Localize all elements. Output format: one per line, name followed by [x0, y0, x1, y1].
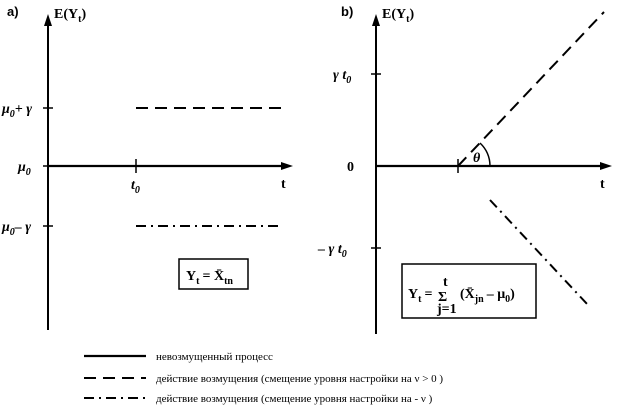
- panel-a-x-arrow: [281, 162, 293, 170]
- panel-a-x-axis-label: t: [281, 177, 286, 192]
- panel-b-formula-body: (X̄jn– μ0): [460, 287, 515, 305]
- legend-item-dashdot: действие возмущения (смещение уровня нас…: [156, 393, 433, 405]
- panel-a-y-axis-label: E(Yt): [54, 7, 86, 25]
- panel-b-x-axis-label: t: [600, 177, 605, 192]
- panel-b-gamma-t0: γ t0: [333, 68, 351, 86]
- panel-b-formula: Yt=: [408, 287, 432, 305]
- legend-item-solid: невозмущенный процесс: [156, 351, 273, 363]
- legend-item-dash: действие возмущения (смещение уровня нас…: [156, 373, 443, 385]
- panel-b-y-arrow: [372, 14, 380, 26]
- panel-a-t0-label: t0: [131, 178, 140, 196]
- panel-b-theta-arc: [479, 142, 491, 167]
- legend: невозмущенный процесс действие возмущени…: [84, 351, 443, 405]
- panel-a: a) E(Yt) t μ0+ γ μ0 μ0– γ t0 Yt= X̄tn: [1, 4, 293, 330]
- panel-b-drift-down-line: [489, 199, 589, 306]
- panel-b-zero: 0: [347, 160, 354, 175]
- panel-a-formula: Yt= X̄tn: [186, 269, 233, 287]
- panel-b-label: b): [341, 4, 353, 19]
- panel-a-label: a): [7, 4, 19, 19]
- panel-a-mu-minus-gamma: μ0– γ: [1, 220, 31, 238]
- panel-b-sum-bottom: j=1: [436, 302, 457, 317]
- panel-b: b) E(Yt) t γ t0 0 – γ t0 θ Yt= t Σ j=1 (…: [317, 4, 612, 334]
- panel-a-y-arrow: [44, 14, 52, 26]
- panel-b-formula-box: [401, 263, 537, 319]
- panel-a-mu-plus-gamma: μ0+ γ: [1, 102, 32, 120]
- panel-b-drift-up-line: [457, 11, 605, 167]
- panel-b-x-arrow: [600, 162, 612, 170]
- panel-b-y-axis-label: E(Yt): [382, 7, 414, 25]
- panel-a-mu0: μ0: [17, 160, 31, 178]
- panel-b-sum-top: t: [443, 275, 448, 290]
- panel-a-formula-box: [178, 258, 249, 290]
- panel-b-sum: Σ: [438, 290, 447, 305]
- panel-b-theta: θ: [473, 151, 481, 166]
- panel-b-neg-gamma-t0: – γ t0: [317, 242, 347, 260]
